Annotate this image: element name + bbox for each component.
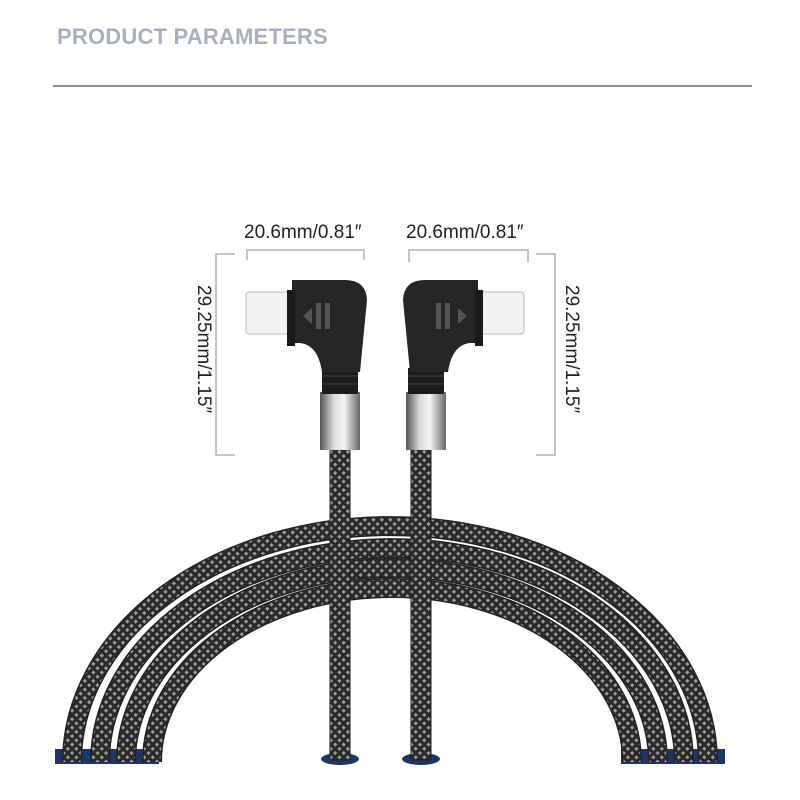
dimension-lines [215, 249, 556, 456]
left-width-label: 20.6mm/0.81″ [244, 222, 362, 243]
left-height-label: 29.25mm/1.15″ [193, 285, 214, 414]
right-height-label: 29.25mm/1.15″ [561, 285, 582, 414]
coiled-cable-loops [62, 516, 718, 763]
page-title: PRODUCT PARAMETERS [57, 24, 328, 49]
right-cable [410, 447, 432, 761]
left-usb-c-connector [245, 280, 367, 450]
right-width-label: 20.6mm/0.81″ [406, 222, 524, 243]
title-divider [53, 85, 752, 87]
right-usb-c-connector [403, 280, 525, 450]
left-cable [329, 447, 351, 761]
